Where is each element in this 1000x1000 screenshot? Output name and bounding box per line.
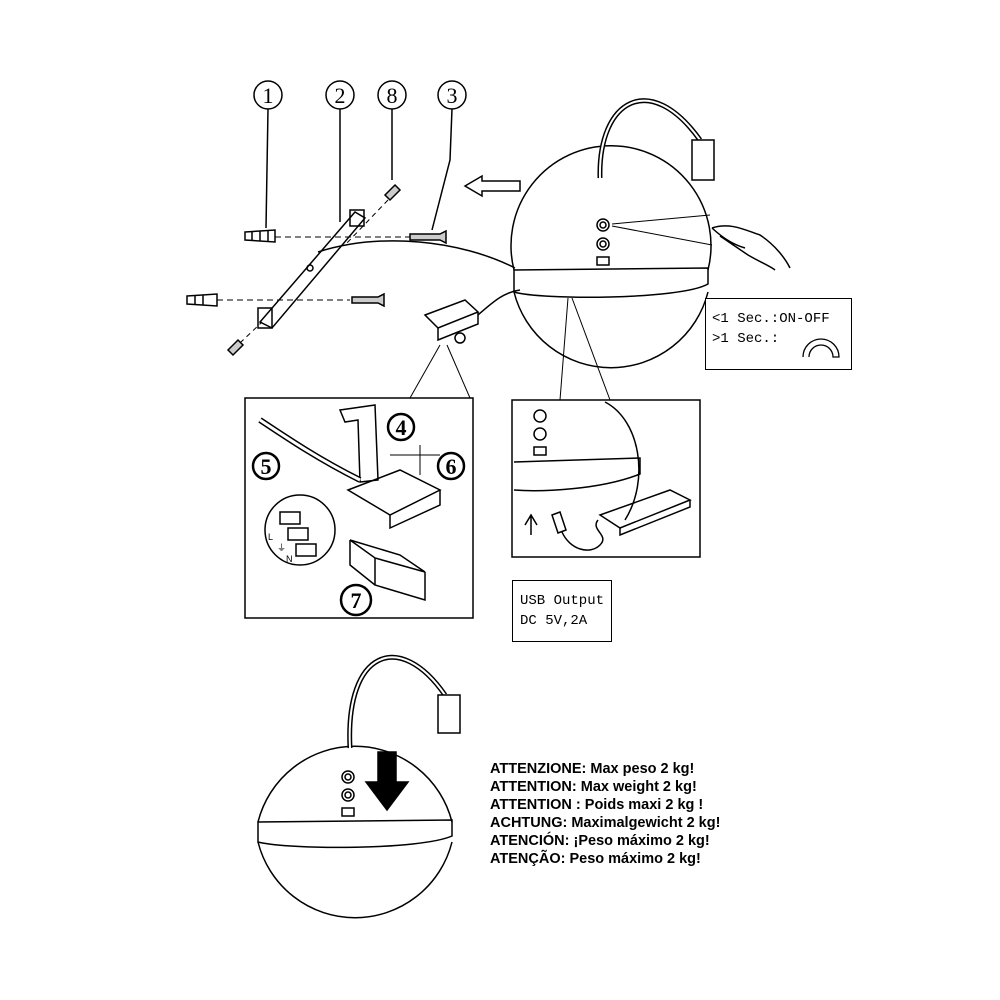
wall-plug-top xyxy=(244,229,276,243)
svg-text:1: 1 xyxy=(263,83,274,108)
callout-2: 2 xyxy=(325,80,355,222)
usb-output-text: USB Output xyxy=(520,593,605,609)
svg-text:5: 5 xyxy=(261,454,272,479)
power-cable xyxy=(317,240,516,269)
svg-text:3: 3 xyxy=(447,83,458,108)
wall-lamp-top xyxy=(510,98,715,369)
wire-label-n: N xyxy=(286,554,293,564)
bracket-screw-bottom xyxy=(226,321,263,357)
arrow-left-icon xyxy=(463,174,521,198)
wiring-detail-panel xyxy=(244,397,474,619)
callout-5: 5 xyxy=(251,451,281,481)
svg-text:2: 2 xyxy=(335,83,346,108)
callout-3: 3 xyxy=(431,80,467,231)
mounting-bracket xyxy=(257,209,367,329)
svg-text:7: 7 xyxy=(351,588,362,613)
callout-1: 1 xyxy=(253,80,283,229)
usb-detail-panel xyxy=(511,399,701,558)
wire-label-earth: ⏚ xyxy=(277,543,286,553)
warning-de: ACHTUNG: Maximalgewicht 2 kg! xyxy=(490,815,721,831)
button-info-box: <1 Sec.:ON-OFF >1 Sec.: xyxy=(705,298,852,370)
warning-fr: ATTENTION : Poids maxi 2 kg ! xyxy=(490,797,704,813)
warning-en: ATTENTION: Max weight 2 kg! xyxy=(490,779,697,795)
short-press-text: <1 Sec.:ON-OFF xyxy=(712,311,830,327)
usb-info-box: USB Output DC 5V,2A xyxy=(512,580,612,642)
weight-warning: ATTENZIONE: Max peso 2 kg! ATTENTION: Ma… xyxy=(490,760,720,868)
wall-plug-bottom xyxy=(186,293,218,307)
warning-pt: ATENÇÃO: Peso máximo 2 kg! xyxy=(490,851,701,867)
svg-text:6: 6 xyxy=(446,454,457,479)
callout-6: 6 xyxy=(436,451,466,481)
warning-it: ATTENZIONE: Max peso 2 kg! xyxy=(490,761,695,777)
dimming-arc-icon xyxy=(802,338,840,358)
callout-8: 8 xyxy=(377,80,407,180)
terminal-detail xyxy=(258,404,442,602)
arrow-down-icon xyxy=(364,751,410,812)
svg-text:4: 4 xyxy=(396,415,407,440)
hand-icon xyxy=(711,225,791,271)
wall-lamp-bottom xyxy=(257,654,461,919)
usb-spec-text: DC 5V,2A xyxy=(520,613,588,629)
warning-es: ATENCIÓN: ¡Peso máximo 2 kg! xyxy=(490,833,710,849)
screw-bottom xyxy=(351,292,385,308)
svg-text:8: 8 xyxy=(387,83,398,108)
screw-top xyxy=(409,229,447,245)
driver-box xyxy=(423,289,521,344)
usb-detail xyxy=(513,401,692,551)
long-press-text: >1 Sec.: xyxy=(712,331,780,347)
callout-4: 4 xyxy=(386,412,416,442)
wire-label-l: L xyxy=(268,532,273,542)
callout-7: 7 xyxy=(339,583,373,617)
bracket-screw-top xyxy=(344,183,402,246)
